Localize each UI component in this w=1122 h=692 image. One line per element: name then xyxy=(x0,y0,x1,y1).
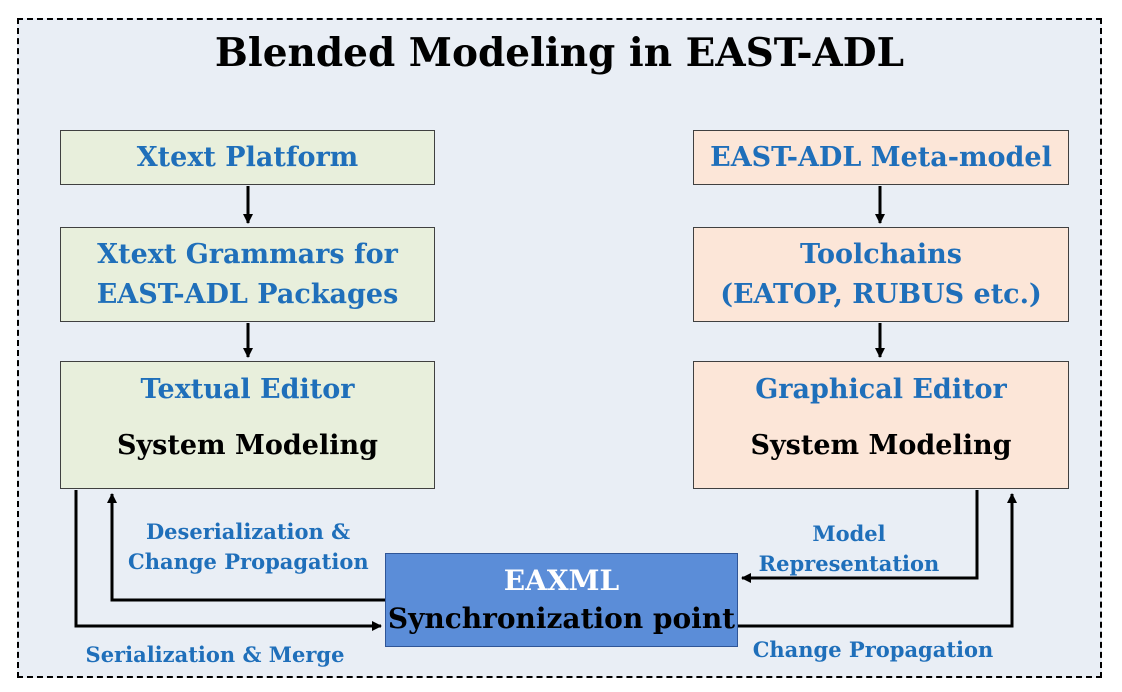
arrow-serialization xyxy=(74,490,382,631)
diagram-title: Blended Modeling in EAST-ADL xyxy=(214,30,905,76)
deserialization-label: Deserialization & Change Propagation xyxy=(128,517,369,577)
model-line2: Representation xyxy=(758,551,940,576)
graphical-editor-title: Graphical Editor xyxy=(755,374,1007,405)
east-adl-metamodel-box: EAST-ADL Meta-model xyxy=(693,130,1069,185)
textual-editor-subtitle: System Modeling xyxy=(117,430,378,461)
model-representation-label: Model Representation xyxy=(758,519,940,579)
toolchains-line1: Toolchains xyxy=(800,238,962,270)
toolchains-box: Toolchains (EATOP, RUBUS etc.) xyxy=(693,227,1069,322)
xtext-platform-label: Xtext Platform xyxy=(136,141,359,173)
xtext-grammars-line2: EAST-ADL Packages xyxy=(96,278,399,310)
arrow-change-propagation xyxy=(738,493,1017,628)
xtext-grammars-line1: Xtext Grammars for xyxy=(97,238,398,270)
eaxml-title: EAXML xyxy=(503,564,620,597)
xtext-platform-box: Xtext Platform xyxy=(60,130,435,185)
deserialization-line1: Deserialization & xyxy=(145,519,351,544)
textual-editor-title: Textual Editor xyxy=(140,374,355,405)
model-line1: Model xyxy=(812,521,886,546)
graphical-editor-box: Graphical Editor System Modeling xyxy=(693,361,1069,489)
eaxml-sync-box: EAXML Synchronization point xyxy=(385,553,738,647)
xtext-grammars-box: Xtext Grammars for EAST-ADL Packages xyxy=(60,227,435,322)
arrow-model-representation xyxy=(741,490,979,583)
deserialization-line2: Change Propagation xyxy=(128,549,369,574)
serialization-label: Serialization & Merge xyxy=(85,642,345,667)
toolchains-line2: (EATOP, RUBUS etc.) xyxy=(720,278,1042,310)
change-propagation-label: Change Propagation xyxy=(752,637,994,662)
graphical-editor-subtitle: System Modeling xyxy=(750,430,1012,461)
textual-editor-box: Textual Editor System Modeling xyxy=(60,361,435,489)
arrow-deserialization xyxy=(107,493,385,602)
east-adl-metamodel-label: EAST-ADL Meta-model xyxy=(710,141,1052,173)
sync-point-label: Synchronization point xyxy=(387,602,736,635)
